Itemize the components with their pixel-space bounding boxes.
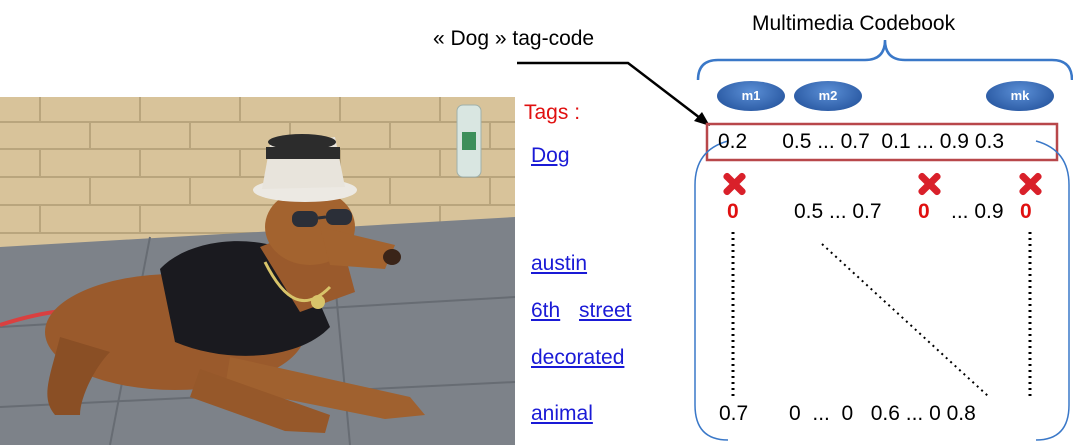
- tag-link-decorated[interactable]: decorated: [531, 346, 625, 369]
- dog-vector-box: [705, 122, 1059, 162]
- tag-link-6th[interactable]: 6th: [531, 299, 561, 322]
- dog-vector: 0.2 0.5 ... 0.7 0.1 ... 0.9 0.3: [718, 130, 1005, 153]
- tagcode-label: « Dog » tag-code: [433, 27, 595, 50]
- dog-photo: [0, 97, 515, 445]
- tag-link-dog[interactable]: Dog: [531, 144, 570, 167]
- tags-title: Tags :: [524, 101, 581, 124]
- tag-matrix-bracket: [694, 140, 1070, 441]
- tag-link-street[interactable]: street: [579, 299, 632, 322]
- tag-link-austin[interactable]: austin: [531, 252, 588, 275]
- masked-values-2: ... 0.9: [951, 200, 1004, 223]
- remove-icon: [1018, 172, 1042, 196]
- remove-icon: [917, 172, 941, 196]
- codeword-m1: m1: [717, 81, 785, 111]
- masked-values-1: 0.5 ... 0.7: [794, 200, 882, 223]
- masked-zero-1: 0: [727, 200, 739, 223]
- animal-vector: 0.7 0 ... 0 0.6 ... 0 0.8: [719, 402, 976, 425]
- remove-icon: [722, 172, 746, 196]
- codeword-mk: mk: [986, 81, 1054, 111]
- tagcode-arrow: [517, 61, 701, 119]
- dotted-line-diagonal: [821, 243, 989, 397]
- codeword-m2: m2: [794, 81, 862, 111]
- codebook-title: Multimedia Codebook: [752, 12, 956, 35]
- masked-zero-2: 0: [918, 200, 930, 223]
- tag-link-animal[interactable]: animal: [531, 402, 593, 425]
- masked-zero-3: 0: [1020, 200, 1032, 223]
- codebook-brace: [696, 39, 1073, 81]
